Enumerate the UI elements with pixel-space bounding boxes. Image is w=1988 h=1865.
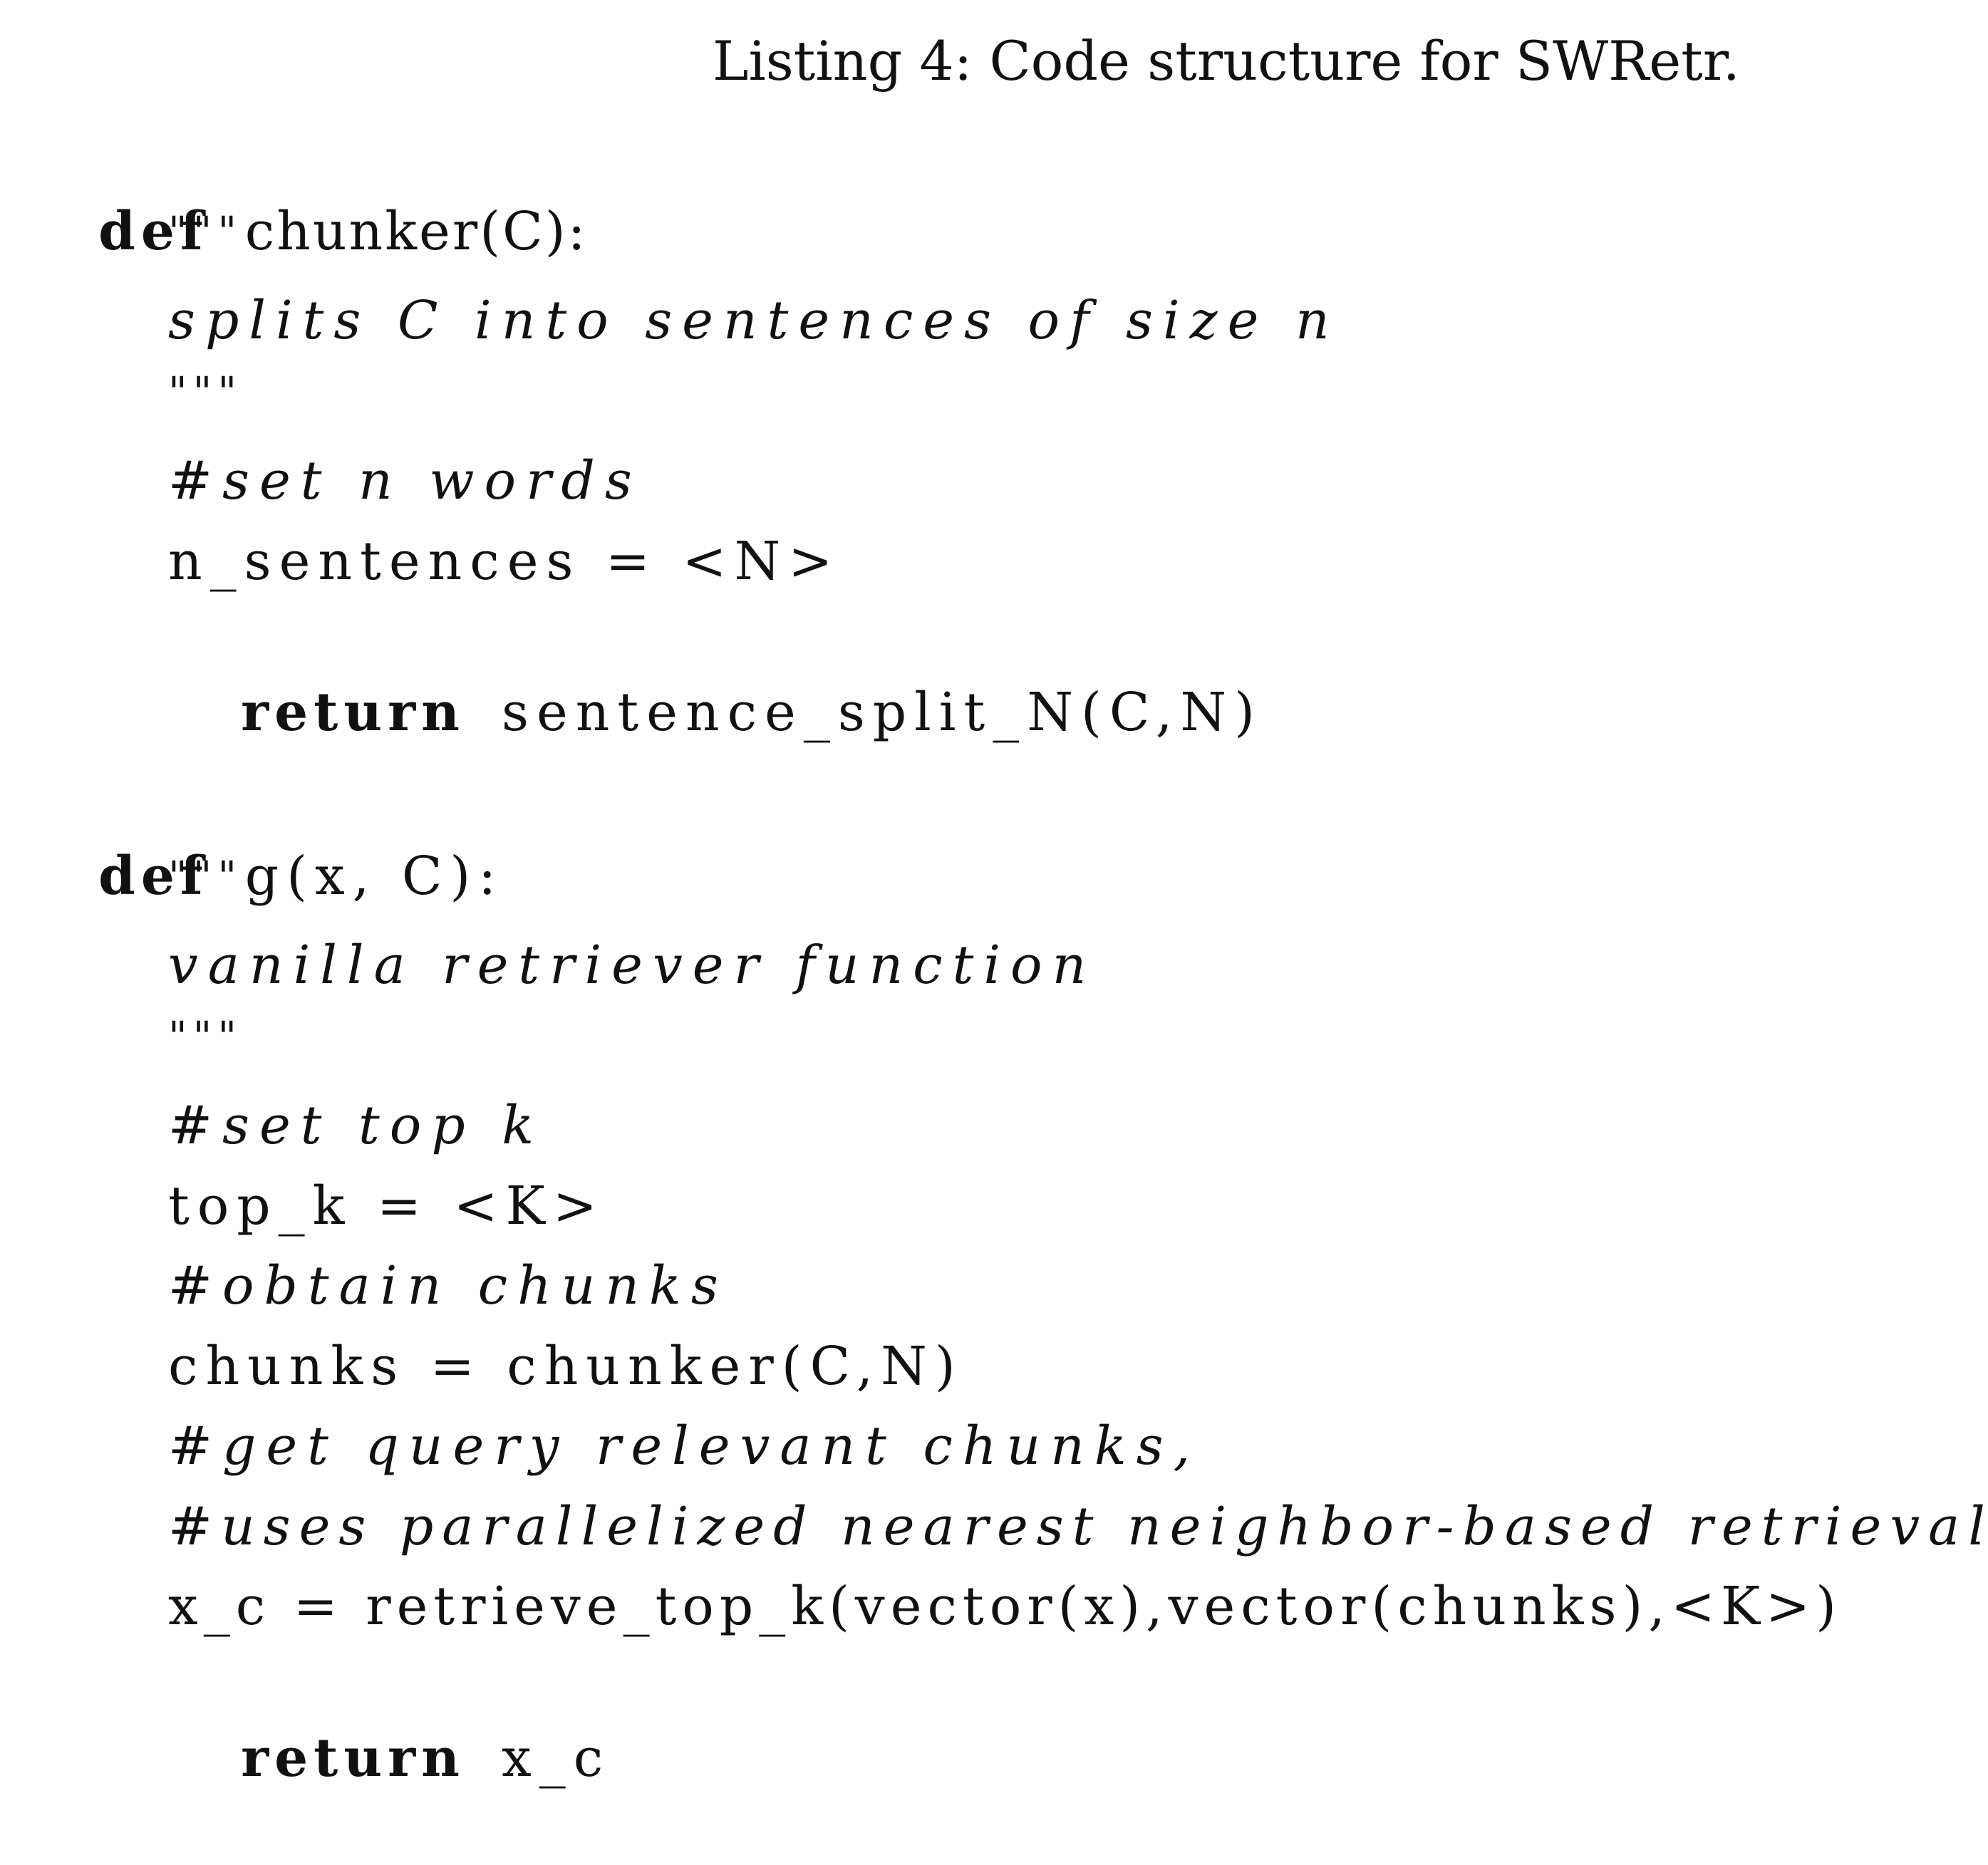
keyword-return: return xyxy=(241,1728,465,1789)
docstring-close: """ xyxy=(168,368,243,416)
comment-uses-parallelized-retrieval: #uses parallelized nearest neighbor-base… xyxy=(168,1496,1988,1557)
keyword-return: return xyxy=(241,682,465,743)
comment-get-query-relevant-chunks: #get query relevant chunks, xyxy=(168,1415,1201,1477)
function-signature-g: g(x, C): xyxy=(244,846,504,907)
return-expression-g: x_c xyxy=(501,1728,611,1789)
code-listing: def chunker(C): """ splits C into senten… xyxy=(26,125,1988,1789)
docstring-open: """ xyxy=(168,852,243,900)
comment-obtain-chunks: #obtain chunks xyxy=(168,1255,728,1316)
keyword-def: def xyxy=(98,201,209,262)
code-line-def-chunker: def chunker(C): xyxy=(26,125,588,338)
listing-caption: Listing 4: Code structure for SWRetr. xyxy=(713,29,1740,93)
comment-set-n-words: #set n words xyxy=(168,450,642,511)
docstring-text-chunker: splits C into sentences of size n xyxy=(168,290,1340,351)
docstring-open: """ xyxy=(168,207,243,256)
docstring-text-g: vanilla retriever function xyxy=(168,935,1097,996)
code-line-return-chunker: return sentence_split_N(C,N) xyxy=(168,606,1263,819)
code-line-assign-x-c: x_c = retrieve_top_k(vector(x),vector(ch… xyxy=(168,1576,1843,1637)
code-line-assign-chunks: chunks = chunker(C,N) xyxy=(168,1336,963,1397)
docstring-close: """ xyxy=(168,1012,243,1061)
return-expression-chunker: sentence_split_N(C,N) xyxy=(501,682,1263,743)
code-line-def-g: def g(x, C): xyxy=(26,769,504,983)
comment-set-top-k: #set top k xyxy=(168,1095,544,1156)
function-signature-chunker: chunker(C): xyxy=(244,201,588,262)
code-line-assign-k: top_k = <K> xyxy=(168,1175,605,1237)
keyword-def: def xyxy=(98,846,209,907)
code-line-return-g: return x_c xyxy=(168,1651,611,1865)
code-line-assign-n: n_sentences = <N> xyxy=(168,531,841,592)
